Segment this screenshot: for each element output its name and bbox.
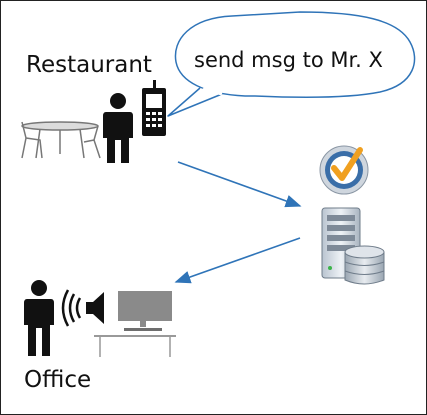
arrow-restaurant-to-server: [177, 161, 302, 208]
speech-bubble-text: send msg to Mr. X: [194, 48, 383, 72]
server-database-icon: [321, 207, 385, 285]
person-icon: [103, 93, 133, 163]
restaurant-label: Restaurant: [26, 52, 152, 78]
speaker-sound-icon: [61, 289, 104, 327]
mobile-phone-icon: [142, 80, 166, 136]
table-chairs-icon: [21, 121, 101, 159]
arrow-server-to-office: [174, 237, 301, 284]
desk-monitor-icon: [94, 291, 176, 357]
person-icon: [24, 280, 54, 356]
speech-bubble: [167, 11, 416, 117]
office-label: Office: [24, 367, 92, 393]
checkmark-logo-icon: [319, 145, 369, 195]
